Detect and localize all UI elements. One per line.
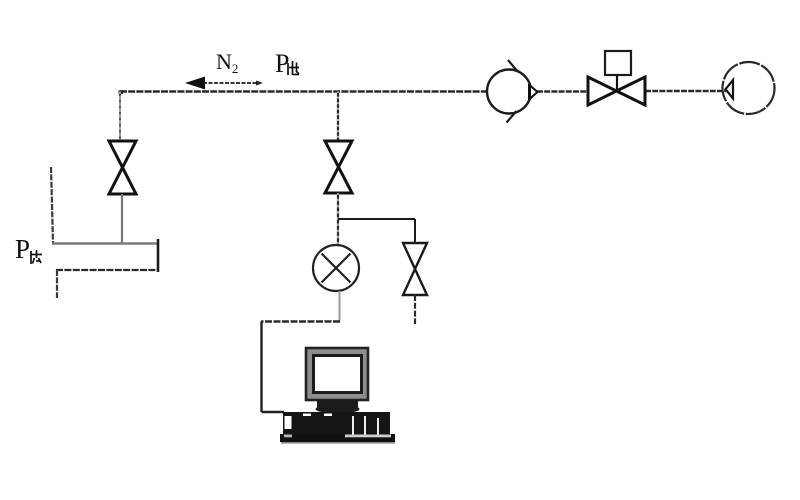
svg-text:P: P [15,234,30,264]
svg-text:N2: N2 [216,49,238,76]
svg-text:P: P [275,49,289,78]
